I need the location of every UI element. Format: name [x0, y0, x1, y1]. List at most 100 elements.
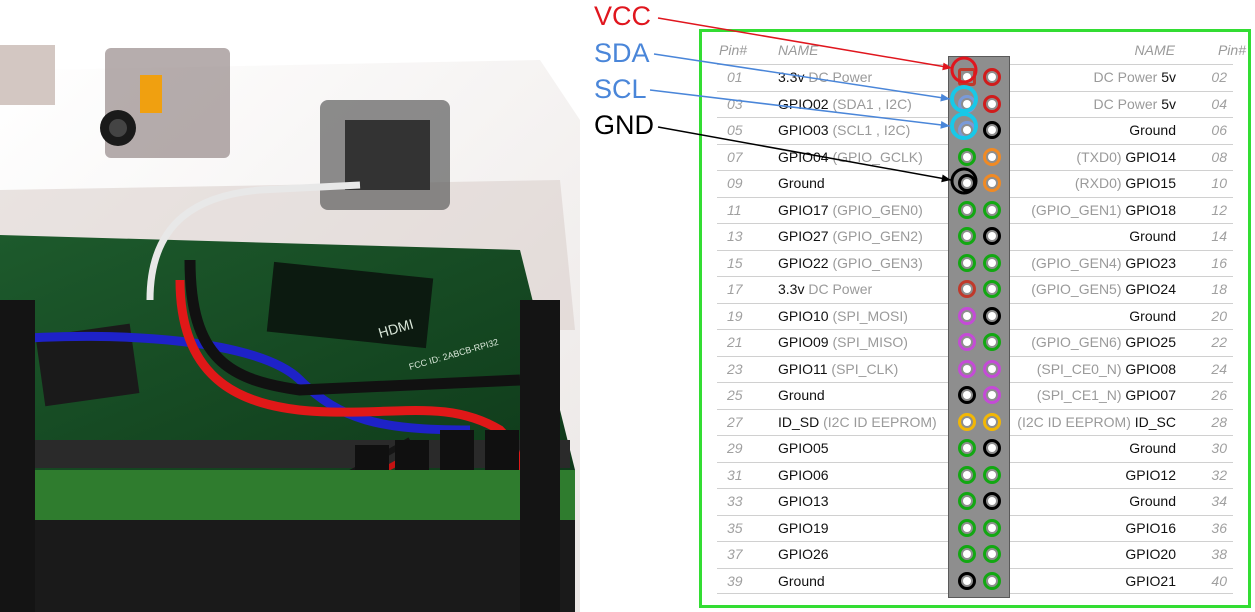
pin-marker — [983, 465, 1001, 484]
pin-marker — [958, 227, 976, 245]
pin-marker — [983, 94, 1001, 113]
pin-name-main: GPIO09 — [778, 334, 829, 350]
pin-number-right: 16 — [1211, 254, 1227, 271]
pin-marker — [958, 386, 976, 404]
pin-name-main: GPIO13 — [778, 493, 829, 509]
pin-marker — [983, 439, 1001, 457]
pin-name-main: GPIO08 — [1125, 360, 1176, 377]
pin-number-left: 33 — [727, 493, 743, 509]
pin-name-right: (I2C ID EEPROM) ID_SC — [1017, 414, 1176, 430]
gpio-header-strip — [948, 56, 1010, 598]
pin-number-right: 36 — [1211, 519, 1227, 536]
pin-marker — [983, 68, 1001, 86]
pin-number-right: 10 — [1211, 175, 1227, 191]
pin-marker — [958, 333, 976, 351]
pin-name-extra: (I2C ID EEPROM) — [819, 413, 937, 430]
pin-name-left: Ground — [778, 573, 825, 589]
pin-name-main: GPIO24 — [1125, 281, 1176, 297]
pin-marker — [983, 200, 1001, 219]
pin-name-main: ID_SD — [778, 413, 820, 430]
pin-name-right: (RXD0) GPIO15 — [1075, 175, 1176, 191]
pin-name-main: GPIO12 — [1125, 466, 1176, 483]
pin-name-left: GPIO19 — [778, 520, 829, 536]
pin-name-main: Ground — [778, 175, 825, 191]
pin-name-main: GPIO03 — [778, 122, 829, 138]
pin-name-main: GPIO23 — [1125, 254, 1176, 271]
pin-name-extra: (SCL1 , I2C) — [828, 122, 911, 138]
pin-number-right: 24 — [1211, 360, 1227, 377]
pin-name-main: GPIO14 — [1125, 148, 1176, 165]
pin-marker — [958, 94, 976, 113]
pin-name-extra: (GPIO_GEN4) — [1031, 254, 1126, 271]
pin-marker — [983, 492, 1001, 510]
header-pin-right: Pin# — [1217, 42, 1246, 58]
pin-name-main: GPIO20 — [1125, 546, 1176, 562]
pin-number-left: 37 — [727, 546, 743, 562]
pin-number-left: 29 — [727, 440, 743, 456]
pin-name-left: GPIO27 (GPIO_GEN2) — [778, 228, 923, 244]
pin-name-right: (SPI_CE1_N) GPIO07 — [1037, 387, 1176, 403]
label-sda: SDA — [594, 38, 650, 68]
sensor-module — [105, 48, 230, 158]
pin-number-right: 28 — [1211, 413, 1227, 430]
pin-name-extra: (GPIO_GEN5) — [1031, 281, 1126, 297]
pin-number-right: 04 — [1211, 95, 1227, 112]
header-name-right: NAME — [1134, 42, 1175, 58]
pin-number-left: 17 — [727, 281, 743, 297]
pin-marker — [983, 571, 1001, 590]
label-gnd: GND — [594, 110, 654, 140]
pin-marker — [958, 174, 976, 192]
pin-name-main: GPIO04 — [778, 148, 829, 165]
pin-number-right: 22 — [1211, 334, 1227, 350]
pin-marker — [958, 518, 976, 537]
pin-name-right: Ground — [1129, 228, 1176, 244]
pin-number-right: 38 — [1211, 546, 1227, 562]
pin-name-right: Ground — [1129, 308, 1176, 324]
label-scl: SCL — [594, 74, 647, 104]
pin-number-left: 39 — [727, 572, 743, 589]
pin-marker — [983, 227, 1001, 245]
pin-number-left: 25 — [727, 387, 743, 403]
pin-name-left: GPIO11 (SPI_CLK) — [778, 361, 898, 377]
pin-marker — [958, 306, 976, 325]
pin-marker — [958, 439, 976, 457]
pin-number-left: 03 — [727, 95, 743, 112]
pin-number-right: 02 — [1211, 69, 1227, 85]
pin-name-right: DC Power 5v — [1094, 69, 1176, 85]
pin-name-main: GPIO21 — [1125, 572, 1176, 589]
pin-number-left: 01 — [727, 69, 743, 85]
pin-name-main: Ground — [1129, 228, 1176, 244]
header-name-left: NAME — [778, 42, 819, 58]
pin-marker — [983, 545, 1001, 563]
pin-number-right: 18 — [1211, 281, 1227, 297]
pin-name-extra: (RXD0) — [1074, 175, 1126, 191]
pin-name-main: Ground — [778, 572, 825, 589]
pin-marker — [958, 465, 976, 484]
pin-number-left: 23 — [727, 360, 743, 377]
pin-name-left: 3.3v DC Power — [778, 281, 872, 297]
pin-name-extra: (GPIO_GEN2) — [828, 228, 923, 244]
pin-marker — [958, 492, 976, 510]
pin-marker — [958, 200, 976, 219]
pin-number-left: 09 — [727, 175, 743, 191]
pin-name-main: Ground — [1129, 122, 1176, 138]
case-post — [520, 300, 560, 612]
pin-name-main: Ground — [1129, 440, 1176, 456]
pin-name-extra: (GPIO_GEN6) — [1031, 334, 1126, 350]
pin-name-left: GPIO03 (SCL1 , I2C) — [778, 122, 910, 138]
pin-name-right: GPIO12 — [1125, 467, 1176, 483]
pin-name-main: GPIO15 — [1125, 175, 1176, 191]
pin-marker — [958, 147, 976, 166]
pin-name-extra: (GPIO_GEN3) — [828, 254, 923, 271]
processor-chip — [35, 323, 140, 407]
pin-name-extra: (TXD0) — [1076, 148, 1126, 165]
pin-name-right: Ground — [1129, 440, 1176, 456]
pin-number-right: 32 — [1211, 466, 1227, 483]
pin-marker — [983, 412, 1001, 431]
pin-name-extra: (SPI_MISO) — [828, 334, 908, 350]
pin-name-left: GPIO02 (SDA1 , I2C) — [778, 96, 912, 112]
pin-name-right: Ground — [1129, 122, 1176, 138]
pin-name-extra: DC Power — [1093, 95, 1162, 112]
pin-name-main: 3.3v — [778, 281, 805, 297]
pin-name-main: 3.3v — [778, 69, 805, 85]
